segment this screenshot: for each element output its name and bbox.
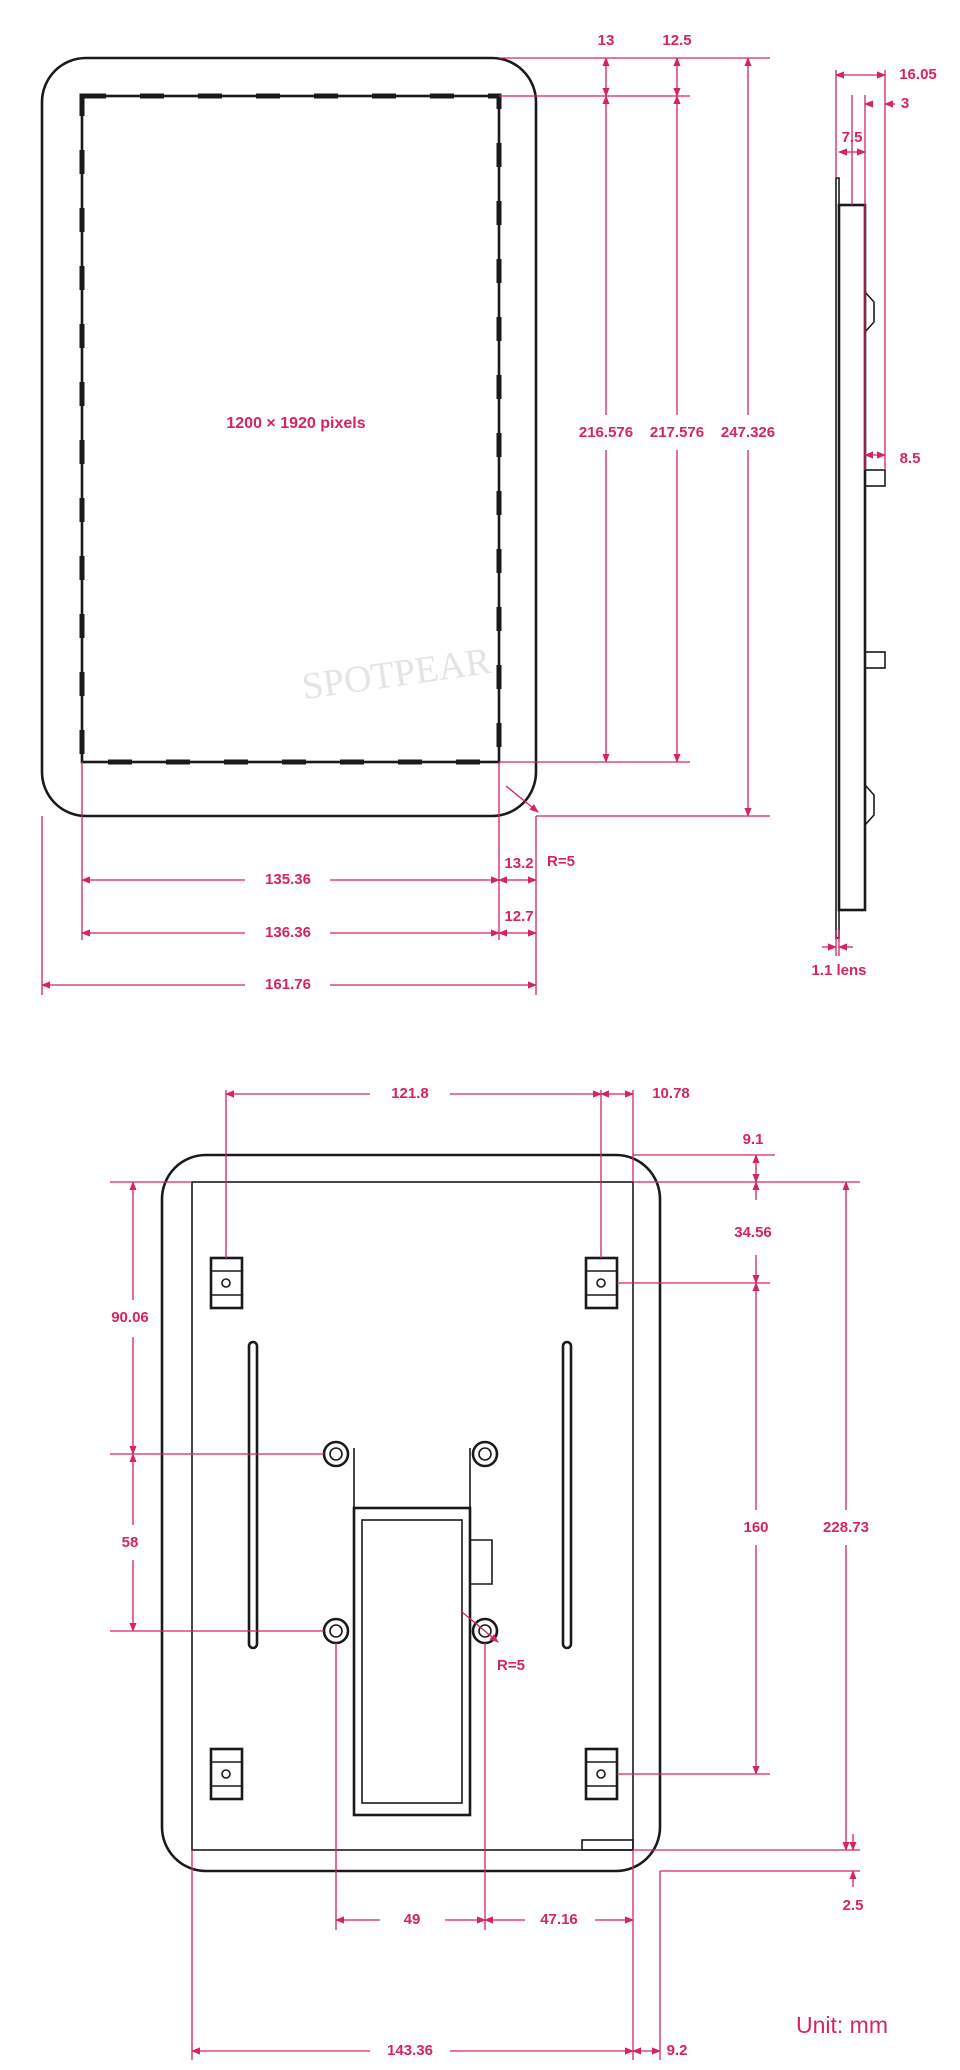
front-outer-outline bbox=[40, 56, 538, 818]
dim-9-2: 9.2 bbox=[667, 2042, 688, 2059]
back-notch bbox=[581, 1839, 634, 1851]
dim-247-326: 247.326 bbox=[721, 424, 775, 441]
back-view: 121.8 10.78 9.1 34.56 160 228.73 2.5 bbox=[110, 1085, 869, 2060]
side-bump-bottom bbox=[864, 784, 875, 826]
slot-right bbox=[561, 1340, 573, 1650]
dim-12-5: 12.5 bbox=[662, 32, 691, 49]
dim-lens: 1.1 lens bbox=[811, 962, 866, 979]
center-bracket bbox=[352, 1448, 493, 1817]
back-plate bbox=[191, 1181, 634, 1851]
dim-13-2: 13.2 bbox=[504, 855, 533, 872]
side-bump-top bbox=[864, 291, 875, 333]
dim-49: 49 bbox=[404, 1911, 421, 1928]
dim-160: 160 bbox=[743, 1519, 768, 1536]
dim-12-7: 12.7 bbox=[504, 908, 533, 925]
side-body bbox=[837, 203, 867, 912]
dim-16-05: 16.05 bbox=[899, 66, 937, 83]
screw-hole-top-right bbox=[471, 1440, 499, 1468]
unit-label: Unit: mm bbox=[796, 2012, 888, 2038]
clip-top-left bbox=[209, 1256, 244, 1310]
back-outer-outline bbox=[160, 1153, 662, 1873]
dim-136-36: 136.36 bbox=[265, 924, 311, 941]
dim-3: 3 bbox=[901, 95, 909, 112]
slot-left bbox=[247, 1340, 259, 1650]
dim-radius-front: R=5 bbox=[547, 853, 575, 870]
dim-228-73: 228.73 bbox=[823, 1519, 869, 1536]
front-view: 1200 × 1920 pixels SPOTPEAR 13 12.5 216.… bbox=[40, 32, 775, 995]
dim-34-56: 34.56 bbox=[734, 1224, 772, 1241]
side-tab-upper bbox=[864, 469, 886, 487]
dim-58: 58 bbox=[122, 1534, 139, 1551]
dim-135-36: 135.36 bbox=[265, 871, 311, 888]
screw-hole-top-left bbox=[322, 1440, 350, 1468]
dim-161-76: 161.76 bbox=[265, 976, 311, 993]
dim-90-06: 90.06 bbox=[111, 1309, 149, 1326]
clip-bottom-right bbox=[584, 1747, 619, 1801]
watermark: SPOTPEAR bbox=[299, 640, 494, 708]
dim-143-36: 143.36 bbox=[387, 2042, 433, 2059]
dim-47-16: 47.16 bbox=[540, 1911, 578, 1928]
screw-hole-bottom-left bbox=[322, 1617, 350, 1645]
dim-8-5: 8.5 bbox=[900, 450, 921, 467]
dim-216-576: 216.576 bbox=[579, 424, 633, 441]
dim-121-8: 121.8 bbox=[391, 1085, 429, 1102]
clip-bottom-left bbox=[209, 1747, 244, 1801]
dim-2-5: 2.5 bbox=[843, 1897, 864, 1914]
dim-10-78: 10.78 bbox=[652, 1085, 690, 1102]
side-view: 16.05 3 7.5 8.5 1.1 lens bbox=[811, 66, 936, 979]
side-tab-lower bbox=[864, 651, 886, 669]
dim-radius-back: R=5 bbox=[497, 1657, 525, 1674]
resolution-label: 1200 × 1920 pixels bbox=[226, 415, 365, 432]
clip-top-right bbox=[584, 1256, 619, 1310]
dim-13: 13 bbox=[598, 32, 615, 49]
dim-9-1: 9.1 bbox=[743, 1131, 764, 1148]
dim-7-5: 7.5 bbox=[842, 129, 863, 146]
dim-217-576: 217.576 bbox=[650, 424, 704, 441]
